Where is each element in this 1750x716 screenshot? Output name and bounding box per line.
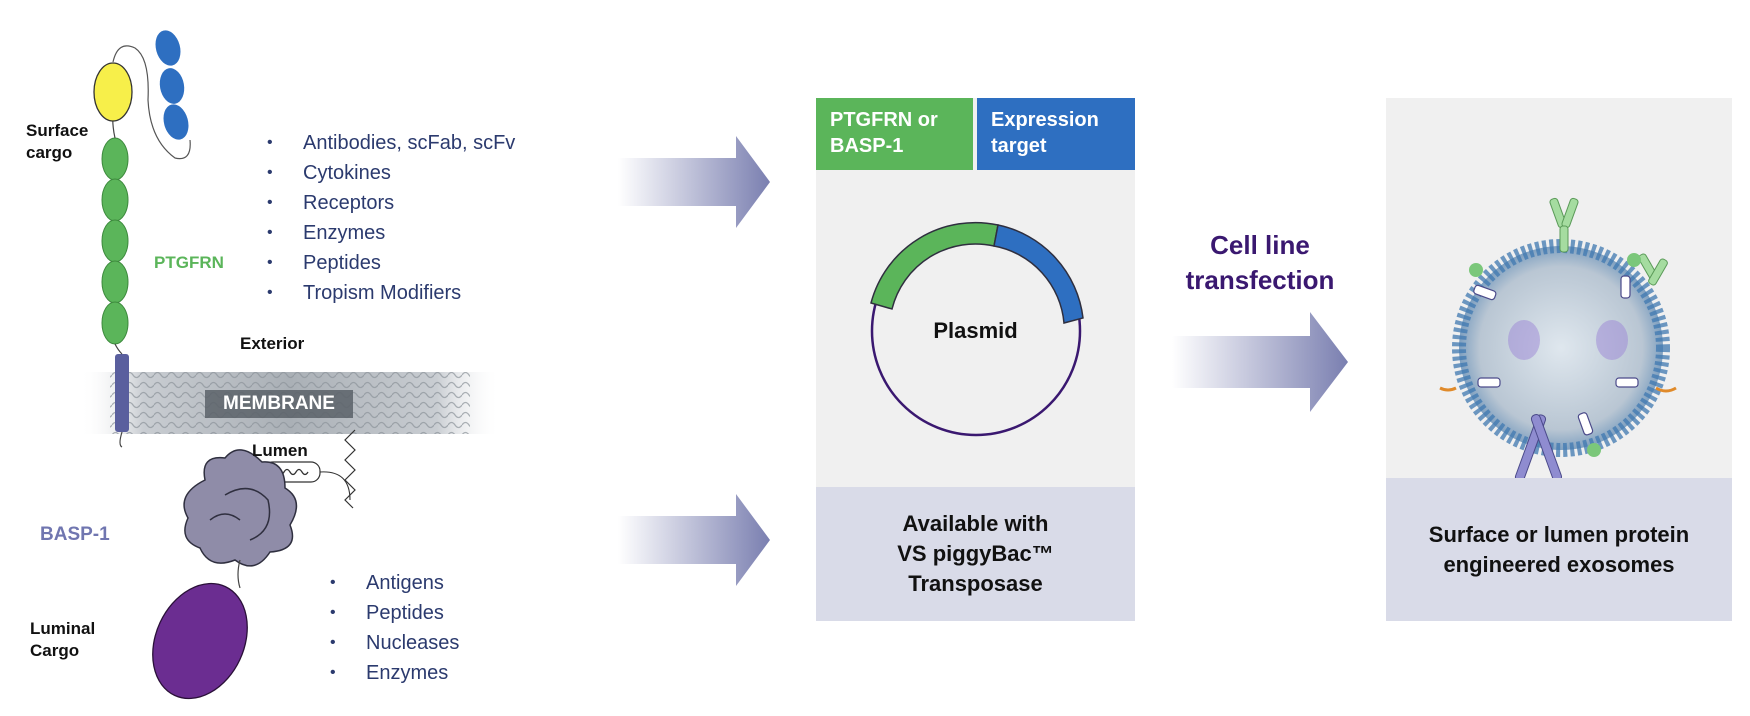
arrow-icon-right [1172, 312, 1348, 412]
surface-cargo-blue [155, 30, 189, 140]
construct-diagram [80, 30, 500, 700]
ptgfrn-domains [101, 137, 129, 345]
list-item: Cytokines [267, 158, 515, 188]
list-item: Tropism Modifiers [267, 278, 515, 308]
surface-cargo-yellow [93, 62, 133, 122]
header-ptgfrn-basp1: PTGFRN or BASP-1 [816, 98, 973, 170]
exterior-label: Exterior [240, 334, 305, 353]
arrow-icon-bottom [618, 494, 770, 586]
piggybac-caption: Available with VS piggyBac™ Transposase [816, 487, 1135, 621]
arrow-icon-top [618, 136, 770, 228]
plasmid-diagram [870, 221, 1084, 437]
exosome-panel: Surface or lumen protein engineered exos… [1386, 98, 1732, 621]
antibody-icon [1549, 197, 1668, 286]
luminal-cargo-purple [152, 582, 248, 700]
list-item: Peptides [267, 248, 515, 278]
ptgfrn-label: PTGFRN [154, 253, 224, 272]
membrane-label-bg [205, 390, 353, 418]
surface-cargo-list: Antibodies, scFab, scFv Cytokines Recept… [267, 128, 515, 308]
plasmid-blue-segment [993, 224, 1084, 324]
exosome-illustration [1439, 197, 1677, 482]
list-item: Nucleases [330, 628, 459, 658]
luminal-cargo-label: Luminal Cargo [30, 619, 96, 660]
plasmid-label: Plasmid [933, 318, 1018, 343]
lumen-label: Lumen [252, 441, 308, 460]
header-expression-target: Expression target [977, 98, 1135, 170]
luminal-cargo-list: Antigens Peptides Nucleases Enzymes [330, 568, 459, 688]
list-item: Enzymes [330, 658, 459, 688]
list-item: Peptides [330, 598, 459, 628]
exosome-sphere [1459, 246, 1663, 450]
plasmid-green-segment [870, 221, 999, 310]
list-item: Receptors [267, 188, 515, 218]
list-item: Antigens [330, 568, 459, 598]
membrane-label: MEMBRANE [223, 393, 335, 414]
basp1-blob [183, 449, 298, 567]
transfection-label: Cell line transfection [1185, 230, 1335, 295]
surface-cargo-label: Surface cargo [26, 121, 89, 162]
list-item: Antibodies, scFab, scFv [267, 128, 515, 158]
list-item: Enzymes [267, 218, 515, 248]
large-antibody-icon [1514, 414, 1563, 482]
exosome-caption: Surface or lumen protein engineered exos… [1386, 478, 1732, 621]
plasmid-panel: PTGFRN or BASP-1 Expression target Plasm… [816, 98, 1135, 621]
basp1-label: BASP-1 [40, 524, 110, 545]
ptgfrn-anchor [115, 354, 129, 432]
